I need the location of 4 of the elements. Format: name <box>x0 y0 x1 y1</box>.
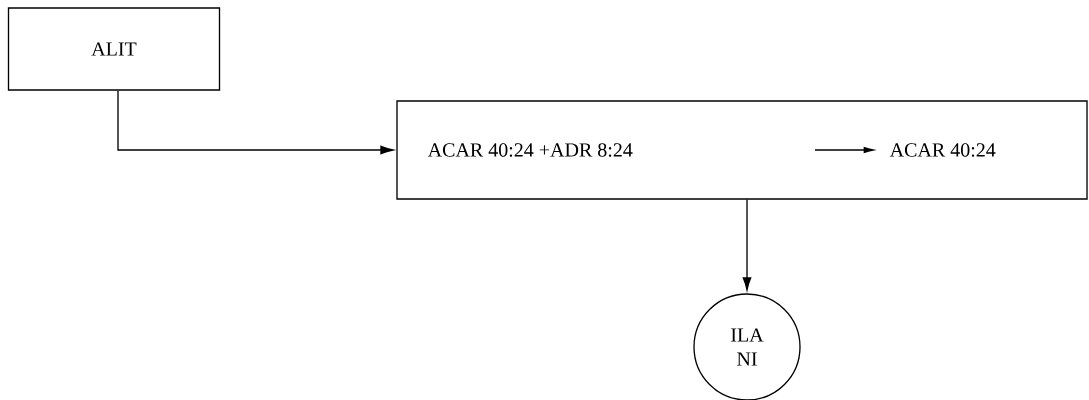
process-box: ALIT <box>7 7 221 91</box>
process-box: ACAR 40:24 +ADR 8:24 ACAR 40:24 <box>396 100 1088 200</box>
arrow <box>117 90 394 155</box>
arrow <box>742 199 752 291</box>
